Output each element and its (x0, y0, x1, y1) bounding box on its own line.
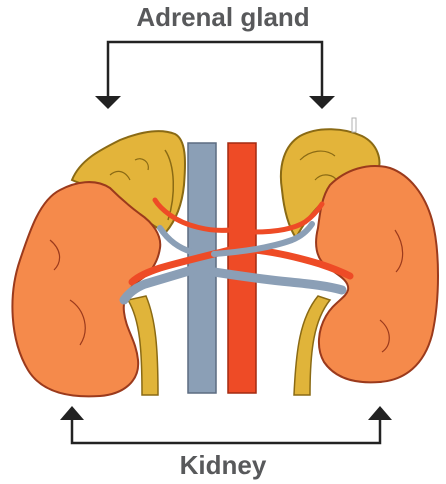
right-kidney-arrow (368, 406, 392, 420)
left-kidney-arrow (60, 406, 84, 420)
left-adrenal-vein (160, 228, 192, 252)
adrenal-pointer-bracket (108, 42, 322, 98)
right-kidney (316, 166, 438, 382)
right-adrenal-tip (352, 118, 356, 132)
kidney-pointer-bracket (72, 420, 380, 443)
aorta (228, 143, 256, 393)
left-adrenal-arrow (95, 96, 121, 109)
right-adrenal-arrow (309, 96, 335, 109)
